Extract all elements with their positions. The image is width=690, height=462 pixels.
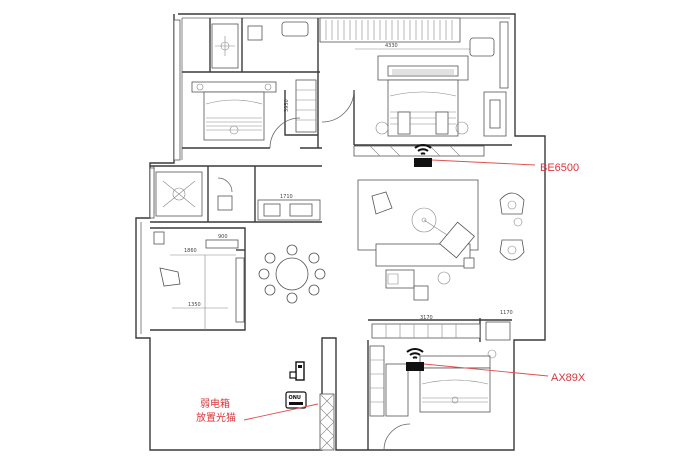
router-label-bedroom: AX89X bbox=[551, 372, 586, 384]
router-leader-living bbox=[431, 159, 536, 166]
dim-bath3-width: 1170 bbox=[500, 310, 513, 316]
windows bbox=[149, 17, 509, 219]
onu-label: ONU bbox=[289, 395, 302, 401]
living-room bbox=[357, 179, 525, 301]
router-leader-bedroom bbox=[423, 363, 549, 377]
dim-bedroom3-width: 3170 bbox=[420, 315, 433, 321]
entrance-cabinet bbox=[319, 393, 335, 451]
study-room: 900 1860 1350 bbox=[153, 231, 245, 330]
dim-study-mid: 1860 bbox=[184, 248, 197, 254]
dim-master-width: 4330 bbox=[385, 43, 398, 49]
bathroom-top-left bbox=[211, 21, 309, 69]
dining-area bbox=[258, 244, 326, 304]
master-bedroom: 4330 1900 bbox=[321, 37, 507, 137]
bedroom-3: 3170 1170 bbox=[369, 310, 513, 451]
weak-box-label-1: 弱电箱 bbox=[200, 397, 230, 410]
dim-kitchen-counter: 1710 bbox=[280, 194, 293, 200]
balcony-laundry bbox=[155, 171, 233, 217]
bedroom-2: 3950 bbox=[191, 79, 317, 149]
dim-bed2-closet: 3950 bbox=[284, 99, 290, 112]
weak-box-label-2: 放置光猫 bbox=[196, 411, 236, 424]
wifi-router-icon bbox=[406, 348, 424, 371]
wifi-router-icon bbox=[414, 144, 432, 167]
weak-box-leader bbox=[243, 403, 319, 421]
dim-study-bottom: 1350 bbox=[188, 302, 201, 308]
dim-study-top: 900 bbox=[218, 234, 228, 240]
kitchen: 1710 bbox=[257, 194, 321, 221]
onu-modem-icon: ONU bbox=[285, 391, 307, 409]
weak-current-box-icon bbox=[289, 361, 305, 381]
router-label-living: BE6500 bbox=[540, 162, 579, 174]
